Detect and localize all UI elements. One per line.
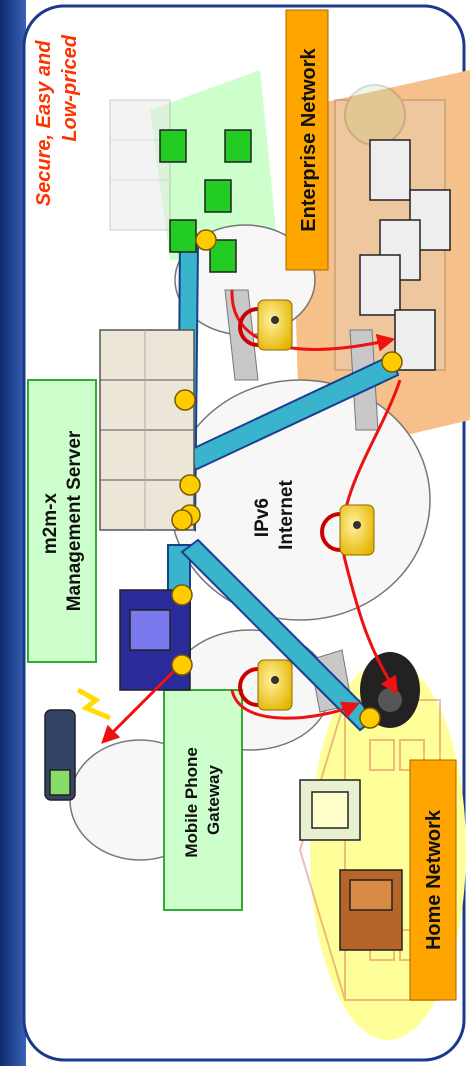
server-label-line2: Management Server xyxy=(64,430,85,611)
enterprise-label: Enterprise Network xyxy=(298,47,320,231)
tagline-line2: Low-priced xyxy=(59,34,81,141)
server-label-box xyxy=(28,380,96,662)
mobile-phone-icon xyxy=(45,710,75,800)
tagline-line1: Secure, Easy and xyxy=(33,40,55,206)
pc-icon xyxy=(300,780,360,840)
door-icon xyxy=(340,870,402,950)
title-banner xyxy=(0,0,26,1066)
server-rack-icon xyxy=(110,100,170,230)
gateway-label-line1: Mobile Phone xyxy=(182,747,201,858)
management-server-rack xyxy=(100,330,194,530)
gateway-label-box xyxy=(164,690,242,910)
server-label-line1: m2m-x xyxy=(40,493,61,555)
home-label: Home Network xyxy=(423,809,445,950)
internet-label-line2: Internet xyxy=(276,479,297,549)
gateway-label-line2: Gateway xyxy=(204,764,223,834)
internet-label-line1: IPv6 xyxy=(252,498,273,537)
